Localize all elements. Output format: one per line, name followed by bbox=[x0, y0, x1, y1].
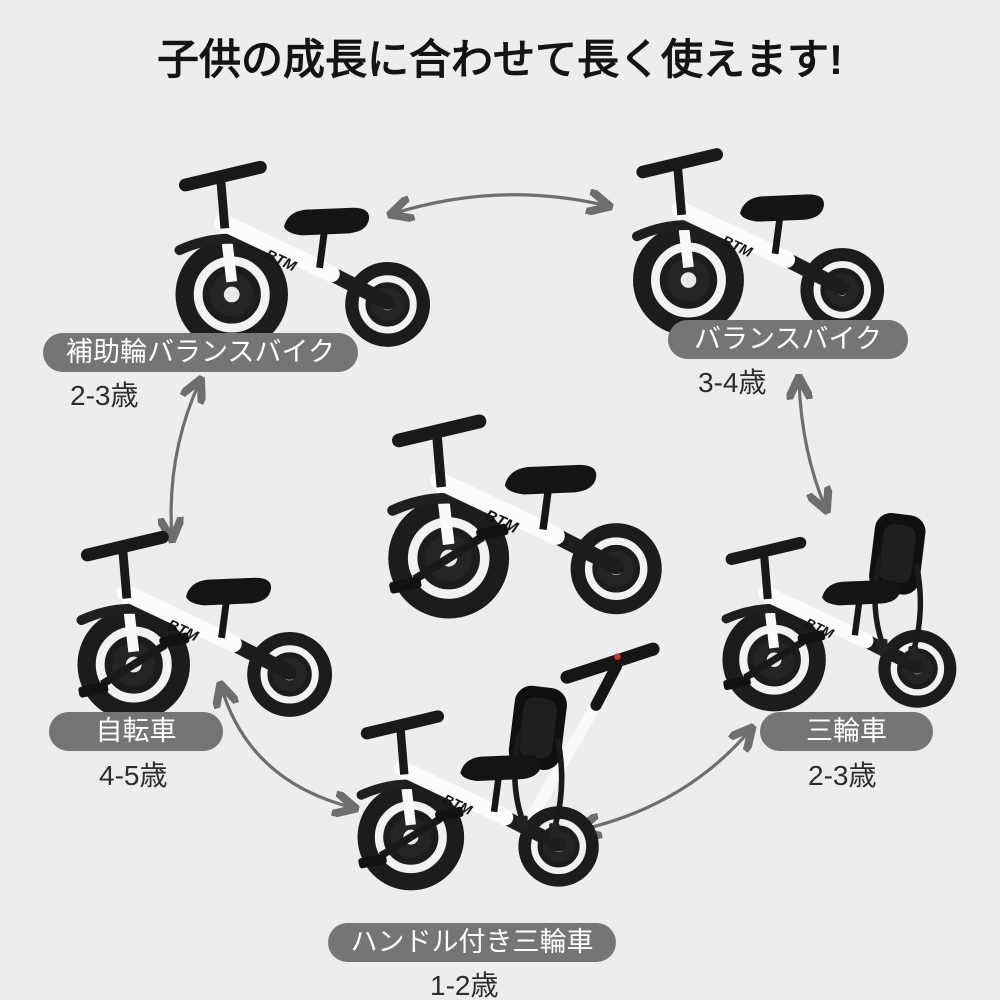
stage-age-balance-bike-training: 2-3歳 bbox=[70, 380, 139, 411]
bike-illustration-bicycle: BTM bbox=[40, 482, 336, 729]
stage-label-tricycle: 三輪車 bbox=[760, 712, 933, 751]
bike-illustration-center-pedal-bike: BTM bbox=[348, 362, 666, 627]
backrest-seat bbox=[508, 685, 567, 839]
arrow-right-icon bbox=[799, 379, 826, 509]
stage-age-tricycle: 2-3歳 bbox=[808, 760, 877, 791]
pedals bbox=[78, 632, 190, 698]
pedals bbox=[723, 630, 826, 691]
stage-age-push-handle-tricycle: 1-2歳 bbox=[430, 970, 499, 1000]
pedals bbox=[389, 523, 509, 594]
stage-label-balance-bike: バランスバイク bbox=[668, 320, 908, 359]
stage-label-bicycle: 自転車 bbox=[49, 712, 223, 751]
bike-illustration-balance-bike-training: BTM bbox=[138, 112, 434, 359]
page-title: 子供の成長に合わせて長く使えます! bbox=[157, 36, 843, 83]
handle-red-dot bbox=[614, 653, 621, 660]
backrest-seat bbox=[869, 512, 926, 661]
bike-illustration-balance-bike: BTM bbox=[596, 100, 888, 343]
pedals bbox=[358, 806, 464, 869]
bike-illustration-push-handle-tricycle: BTM bbox=[322, 608, 668, 898]
stage-label-push-handle-tricycle: ハンドル付き三輪車 bbox=[328, 923, 616, 962]
stage-age-bicycle: 4-5歳 bbox=[99, 760, 168, 791]
bike-illustration-tricycle: BTM bbox=[688, 492, 960, 719]
push-handle bbox=[526, 642, 660, 822]
stage-label-balance-bike-training: 補助輪バランスバイク bbox=[43, 333, 358, 372]
stage-age-balance-bike: 3-4歳 bbox=[698, 367, 767, 398]
